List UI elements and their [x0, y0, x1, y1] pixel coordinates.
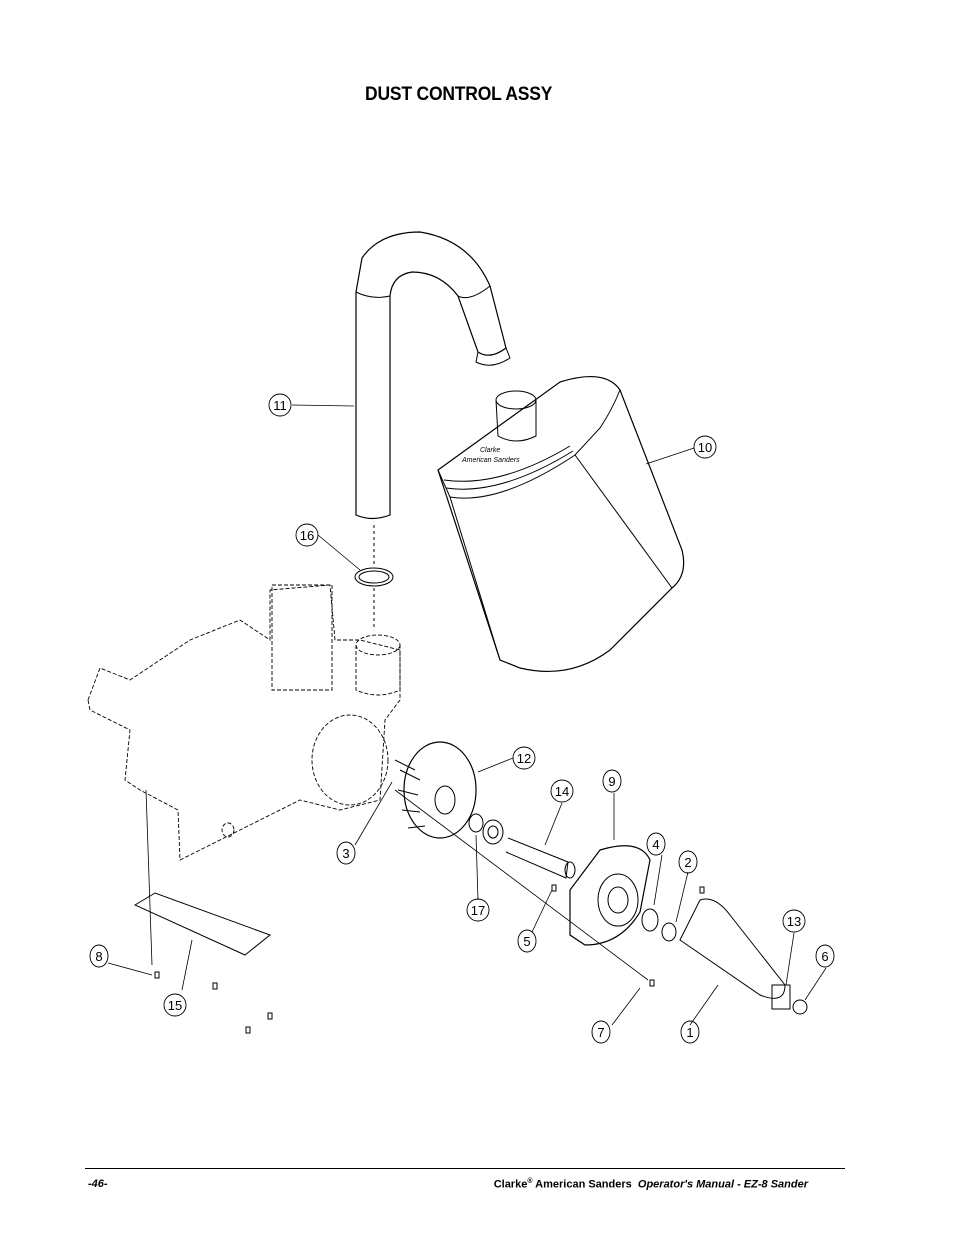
main-housing	[87, 584, 401, 861]
callout-16: 16	[300, 528, 314, 543]
callout-bubble-12	[512, 746, 536, 770]
footer-manual-info: Clarke® American Sanders Operator's Manu…	[494, 1178, 808, 1191]
footer-divider	[85, 1168, 845, 1169]
callout-bubble-5	[517, 929, 537, 953]
bag-logo: Clarke	[480, 447, 500, 454]
bearing	[641, 908, 659, 932]
callout-bubble-4	[646, 832, 666, 856]
callout-2: 2	[684, 855, 691, 870]
page-number: -46-	[88, 1178, 108, 1190]
callout-11: 11	[273, 398, 287, 413]
motor-pulley	[771, 984, 791, 1010]
callout-bubble-1	[680, 1020, 700, 1044]
dust-bag: Clarke American Sanders	[437, 376, 685, 673]
nut	[792, 999, 808, 1015]
callout-5: 5	[523, 934, 530, 949]
registered-mark: ®	[527, 1178, 533, 1185]
callout-10: 10	[698, 440, 712, 455]
callout-bubble-2	[678, 850, 698, 874]
callout-bubble-11	[268, 393, 292, 417]
callout-4: 4	[652, 837, 659, 852]
callout-7: 7	[597, 1025, 604, 1040]
callout-bubble-15	[163, 993, 187, 1017]
callout-15: 15	[168, 998, 182, 1013]
callout-8: 8	[95, 949, 102, 964]
callout-bubble-16	[295, 523, 319, 547]
cover-plate	[133, 892, 272, 956]
footer-company: American Sanders	[535, 1178, 632, 1191]
callout-bubble-9	[602, 769, 622, 793]
callout-6: 6	[821, 949, 828, 964]
callout-3: 3	[342, 846, 349, 861]
callout-bubble-10	[693, 435, 717, 459]
callout-bubble-14	[550, 779, 574, 803]
callout-9: 9	[608, 774, 615, 789]
footer-manual-title: Operator's Manual - EZ-8 Sander	[637, 1178, 808, 1191]
callout-bubble-3	[336, 841, 356, 865]
drive-belt	[679, 898, 786, 999]
retaining-ring	[661, 922, 677, 942]
leader-lines	[107, 404, 827, 1026]
bag-logo-sub: American Sanders	[461, 457, 520, 464]
dust-hose	[355, 231, 511, 520]
callout-12: 12	[517, 751, 531, 766]
screws	[154, 884, 705, 1034]
callout-bubble-17	[466, 898, 490, 922]
callout-bubble-7	[591, 1020, 611, 1044]
fan-impeller	[394, 741, 477, 839]
callout-bubble-8	[89, 944, 109, 968]
callouts	[89, 393, 835, 1044]
footer-brand: Clarke	[493, 1178, 528, 1191]
callout-1: 1	[686, 1025, 693, 1040]
callout-13: 13	[787, 914, 801, 929]
page-title: DUST CONTROL ASSY	[365, 84, 553, 105]
callout-14: 14	[555, 784, 569, 799]
callout-17: 17	[471, 903, 485, 918]
callout-bubble-6	[815, 944, 835, 968]
callout-bubble-13	[782, 909, 806, 933]
o-ring	[354, 567, 394, 587]
fan-cover	[569, 845, 651, 946]
shaft-assembly	[468, 813, 576, 879]
